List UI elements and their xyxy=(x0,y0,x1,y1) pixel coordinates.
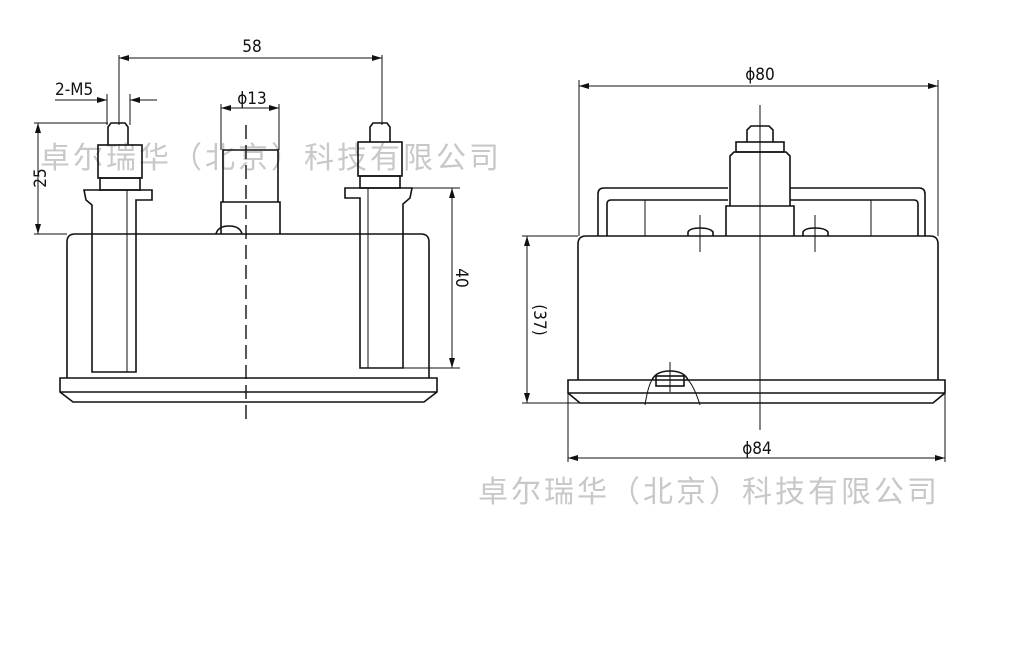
watermark-bottom: 卓尔瑞华（北京）科技有限公司 xyxy=(478,475,940,510)
center-cylinder xyxy=(220,149,281,234)
dim-58-label: 58 xyxy=(242,37,261,57)
dim-25-label: 25 xyxy=(31,168,51,187)
dim-2m5: 2-M5 xyxy=(55,80,157,125)
side-flange xyxy=(567,379,946,404)
dim-37: (37) xyxy=(522,235,580,404)
zero-adjust-screw xyxy=(644,362,701,406)
dim-37-label: (37) xyxy=(529,304,549,335)
front-view: 58 2-M5 ϕ13 25 40 xyxy=(31,37,471,420)
dim-40: 40 xyxy=(403,187,471,369)
front-screw-head xyxy=(215,225,243,235)
dim-40-label: 40 xyxy=(451,268,471,287)
dim-25: 25 xyxy=(31,122,108,235)
dim-58: 58 xyxy=(118,37,383,125)
dim-d80-label: ϕ80 xyxy=(745,65,775,85)
dim-d13: ϕ13 xyxy=(220,89,280,150)
side-view: ϕ80 (37) ϕ84 xyxy=(522,65,946,462)
dim-d84: ϕ84 xyxy=(567,393,946,462)
left-terminal xyxy=(83,122,153,373)
dim-2m5-label: 2-M5 xyxy=(55,80,93,100)
dim-d84-label: ϕ84 xyxy=(742,439,772,459)
dim-d80: ϕ80 xyxy=(578,65,939,236)
front-flange xyxy=(59,377,438,403)
front-body xyxy=(66,233,430,378)
dim-d13-label: ϕ13 xyxy=(237,89,267,109)
mounting-bracket xyxy=(597,187,926,236)
side-body xyxy=(577,235,939,380)
watermark-top: 卓尔瑞华（北京）科技有限公司 xyxy=(40,141,502,176)
